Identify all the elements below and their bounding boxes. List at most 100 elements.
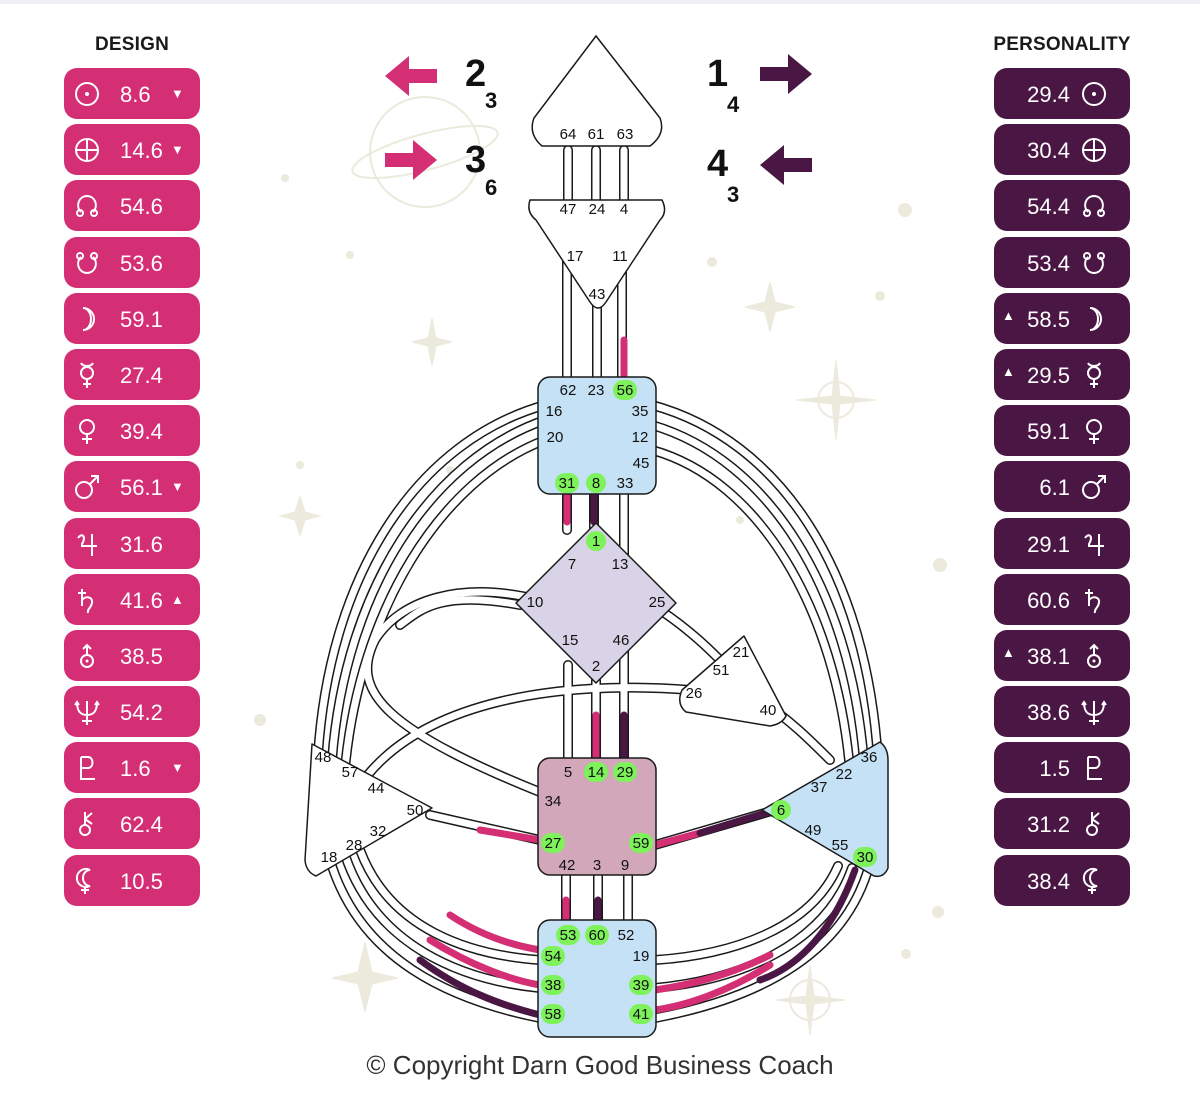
active-gate-highlight (629, 975, 653, 995)
gate-53: 53 (560, 927, 577, 944)
copyright-text: © Copyright Darn Good Business Coach (366, 1050, 834, 1080)
gate-48: 48 (315, 749, 332, 766)
personality-row-uranus[interactable]: 38.1▲ (994, 629, 1130, 681)
gate-58: 58 (545, 1006, 562, 1023)
personality-row-venus[interactable]: 59.1 (994, 405, 1130, 457)
up-arrow-icon: ▲ (171, 591, 184, 607)
sparkle-icon (331, 941, 399, 1013)
sparkle-icon (411, 317, 453, 367)
background-decor (254, 96, 947, 1036)
gate-36: 36 (861, 749, 878, 766)
gate-29: 29 (617, 764, 634, 781)
active-gate-highlight (613, 380, 637, 400)
design-row-uranus[interactable]: 38.5 (64, 629, 200, 681)
design-row-sun[interactable]: 8.6▼ (64, 68, 200, 119)
personality-row-south-node[interactable]: 53.4 (994, 236, 1130, 288)
gate-54: 54 (545, 948, 562, 965)
planet-decor-icon (369, 96, 481, 208)
gate-39: 39 (633, 977, 650, 994)
gate-12: 12 (632, 429, 649, 446)
gate-44: 44 (368, 780, 385, 797)
south-node-icon (1083, 251, 1105, 274)
design-row-saturn[interactable]: 41.6 ▲ (64, 573, 200, 625)
design-row-earth[interactable]: 14.6▼ (64, 124, 200, 176)
design-row-lilith[interactable]: 10.5 (64, 854, 200, 906)
personality-row-saturn[interactable]: 60.6 (994, 573, 1130, 625)
gate-24: 24 (589, 201, 606, 218)
gate-37: 37 (811, 779, 828, 796)
variable-top-right-sub: 4 (727, 92, 740, 117)
design-row-mercury[interactable]: 27.4 (64, 348, 200, 400)
active-gate-highlight (556, 925, 580, 945)
gate-18: 18 (321, 849, 338, 866)
north-node-icon (1083, 195, 1105, 218)
personality-row-mars[interactable]: 6.1 (994, 461, 1130, 513)
north-node-icon (76, 195, 98, 218)
gate-60: 60 (589, 927, 606, 944)
lilith-icon (75, 867, 91, 894)
heart-center (679, 635, 787, 727)
personality-value: 6.1 (1039, 475, 1070, 501)
design-row-chiron[interactable]: 62.4 (64, 798, 200, 850)
design-row-jupiter[interactable]: 31.6 (64, 517, 200, 569)
active-gate-highlight (586, 473, 606, 493)
personality-row-chiron[interactable]: 31.2 (994, 798, 1130, 850)
design-row-pluto[interactable]: 1.6▼ (64, 742, 200, 794)
variable-arrow-right-icon (760, 54, 812, 94)
root-center (537, 919, 657, 1038)
active-gate-highlight (585, 925, 609, 945)
gate-34: 34 (545, 793, 562, 810)
design-row-venus[interactable]: 39.4 (64, 405, 200, 457)
design-row-moon[interactable]: 59.1 (64, 292, 200, 344)
personality-row-sun[interactable]: 29.4 (994, 68, 1130, 119)
mars-icon (1082, 475, 1106, 500)
compass-star-icon (795, 359, 877, 441)
personality-row-moon[interactable]: 58.5▲ (994, 292, 1130, 344)
personality-row-mercury[interactable]: 29.5▲ (994, 348, 1130, 400)
design-row-neptune[interactable]: 54.2 (64, 686, 200, 738)
personality-value: 58.5 (1027, 306, 1070, 332)
personality-value: 60.6 (1027, 587, 1070, 613)
design-value: 27.4 (120, 362, 163, 388)
variable-arrow-right-icon (385, 140, 437, 180)
design-row-mars[interactable]: 56.1▼ (64, 461, 200, 513)
gate-55: 55 (832, 837, 849, 854)
design-value: 41.6 (120, 587, 163, 613)
centers (304, 34, 889, 1038)
active-gate-highlight (629, 1004, 653, 1024)
gate-17: 17 (567, 248, 584, 265)
personality-row-north-node[interactable]: 54.4 (994, 180, 1130, 232)
gate-3: 3 (593, 857, 601, 874)
design-title: DESIGN (94, 34, 170, 55)
moon-icon (1089, 306, 1102, 331)
gate-35: 35 (632, 403, 649, 420)
gate-23: 23 (588, 382, 605, 399)
gate-64: 64 (560, 126, 577, 143)
active-gate-highlight (853, 847, 877, 867)
mercury-icon (80, 362, 94, 388)
gate-41: 41 (633, 1006, 650, 1023)
venus-icon (1086, 419, 1102, 445)
gate-32: 32 (370, 823, 387, 840)
gate-46: 46 (613, 632, 630, 649)
sacral-center (537, 757, 657, 876)
personality-row-neptune[interactable]: 38.6 (994, 686, 1130, 738)
gate-19: 19 (633, 948, 650, 965)
gate-52: 52 (618, 927, 635, 944)
personality-value: 29.4 (1027, 82, 1070, 107)
gate-1: 1 (592, 533, 600, 550)
personality-row-earth[interactable]: 30.4 (994, 124, 1130, 176)
design-value: 54.2 (120, 700, 163, 726)
design-value: 39.4 (120, 419, 163, 445)
personality-row-jupiter[interactable]: 29.1 (994, 517, 1130, 569)
personality-row-pluto[interactable]: 1.5 (994, 742, 1130, 794)
gate-26: 26 (686, 685, 703, 702)
gate-38: 38 (545, 977, 562, 994)
gate-7: 7 (568, 556, 576, 573)
personality-row-lilith[interactable]: 38.4 (994, 854, 1130, 906)
gate-51: 51 (713, 662, 730, 679)
design-row-north-node[interactable]: 54.6 (64, 180, 200, 232)
gate-21: 21 (733, 644, 750, 661)
design-row-south-node[interactable]: 53.6 (64, 236, 200, 288)
